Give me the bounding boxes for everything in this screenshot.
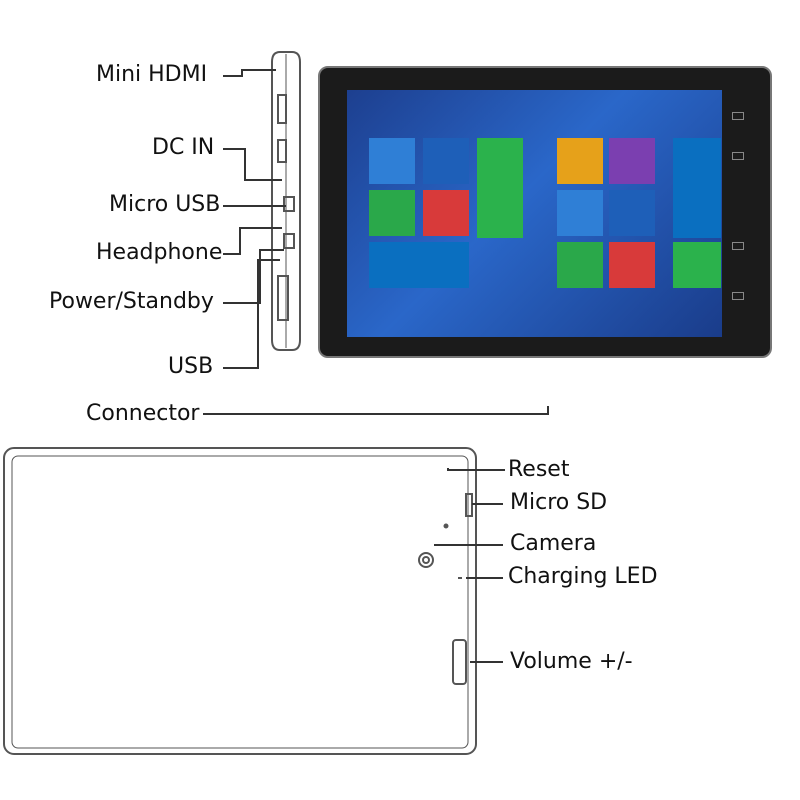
tablet-screen — [347, 90, 722, 337]
label-dc-in: DC IN — [152, 135, 215, 160]
start-tile — [477, 138, 523, 238]
start-tile — [423, 190, 469, 236]
power-standby-leader — [223, 249, 284, 304]
start-tile — [609, 138, 655, 184]
label-micro-sd: Micro SD — [510, 490, 608, 515]
label-charging-led: Charging LED — [508, 564, 658, 589]
label-volume: Volume +/- — [510, 649, 633, 674]
start-tile — [423, 138, 469, 184]
tablet-back — [3, 447, 477, 755]
start-tile — [557, 190, 603, 236]
start-tile — [369, 138, 415, 184]
connector-leader — [203, 406, 549, 415]
side-icon — [732, 112, 744, 120]
label-usb: USB — [168, 354, 214, 379]
side-icon — [732, 242, 744, 250]
tablet-side-profile — [271, 51, 301, 351]
label-headphone: Headphone — [96, 240, 223, 265]
start-tile — [609, 190, 655, 236]
label-camera: Camera — [510, 531, 597, 556]
usb-leader — [223, 259, 280, 369]
headphone-leader — [223, 227, 282, 255]
side-icon — [732, 152, 744, 160]
start-tile — [369, 190, 415, 236]
label-power-standby: Power/Standby — [49, 289, 214, 314]
left-leader-lines — [203, 69, 549, 415]
dc-in-leader — [223, 148, 282, 181]
side-icon — [732, 292, 744, 300]
start-tile — [369, 242, 469, 288]
start-tile — [609, 242, 655, 288]
mini-hdmi-leader — [223, 69, 276, 77]
start-tile — [557, 242, 603, 288]
right-leader-lines — [434, 468, 505, 663]
label-connector: Connector — [86, 401, 200, 426]
label-micro-usb: Micro USB — [109, 192, 221, 217]
start-tile — [673, 138, 721, 238]
start-tile — [557, 138, 603, 184]
label-mini-hdmi: Mini HDMI — [96, 62, 208, 87]
start-tile — [673, 242, 721, 288]
label-reset: Reset — [508, 457, 570, 482]
reset-leader — [447, 468, 505, 471]
tablet-side-buttons — [724, 92, 754, 336]
